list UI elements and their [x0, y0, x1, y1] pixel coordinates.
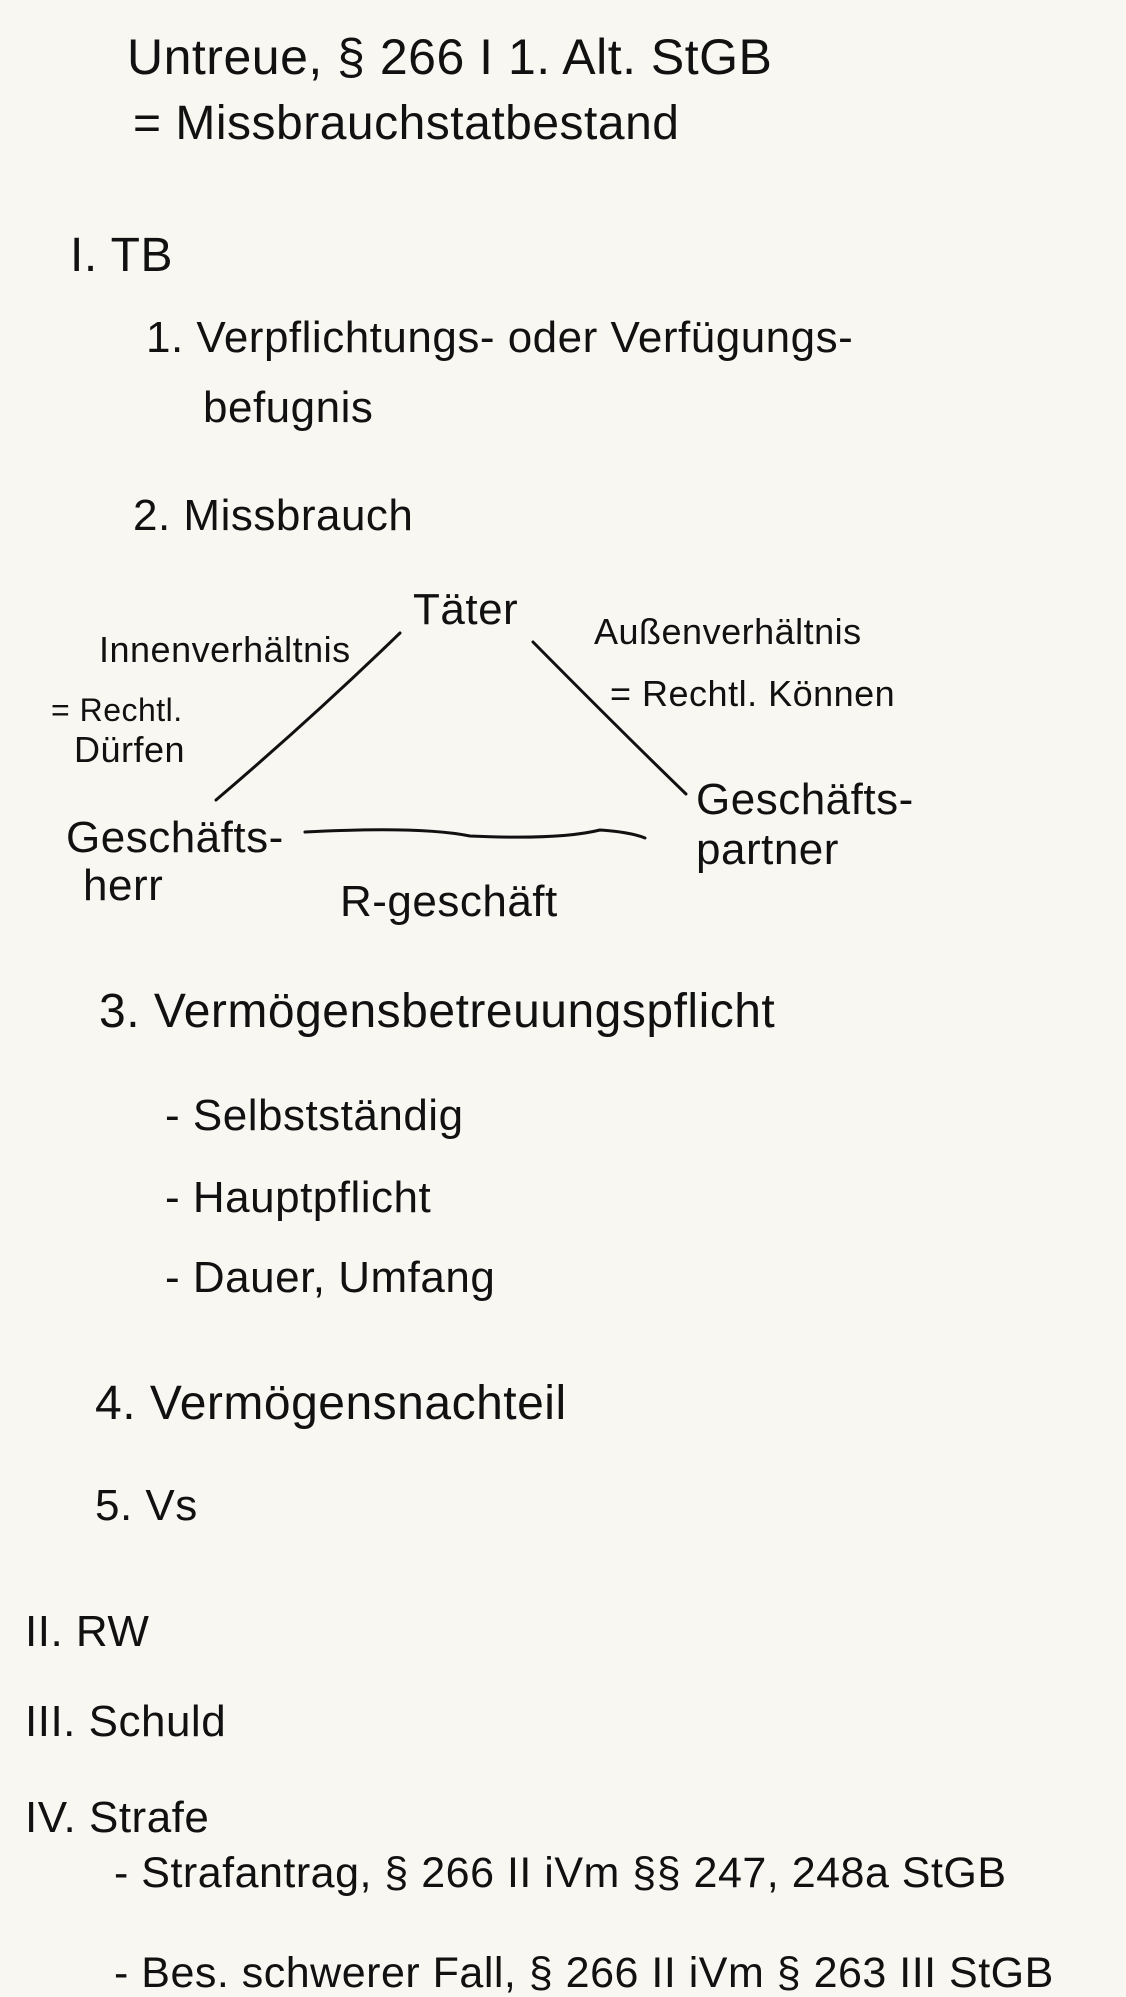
diagram-node-geschaeftspartner-1: Geschäfts- — [696, 775, 914, 824]
item-3-bullet: - Dauer, Umfang — [165, 1253, 496, 1302]
item-1-line-2: befugnis — [203, 383, 374, 432]
diagram-note-rechtl: = Rechtl. — [51, 692, 183, 728]
item-3-bullet: - Selbstständig — [165, 1091, 464, 1140]
diagram-note-duerfen: Dürfen — [74, 729, 186, 770]
diagram-left-edge — [214, 631, 402, 802]
item-3-bullet: - Hauptpflicht — [165, 1173, 432, 1222]
diagram-label-r-geschaeft: R-geschäft — [340, 877, 558, 926]
item-4: 4. Vermögensnachteil — [95, 1377, 567, 1430]
diagram-node-taeter: Täter — [413, 585, 519, 634]
section-heading-tb: I. TB — [70, 229, 173, 282]
section-heading-schuld: III. Schuld — [25, 1697, 227, 1746]
note-subtitle: = Missbrauchstatbestand — [133, 97, 680, 150]
diagram-node-geschaeftsherr-2: herr — [83, 861, 164, 910]
strafe-bullet: - Bes. schwerer Fall, § 266 II iVm § 263… — [114, 1949, 1054, 1997]
item-3: 3. Vermögensbetreuungspflicht — [99, 985, 776, 1038]
diagram-note-koennen: = Rechtl. Können — [610, 673, 896, 714]
item-2: 2. Missbrauch — [133, 491, 414, 540]
note-title: Untreue, § 266 I 1. Alt. StGB — [127, 29, 773, 85]
item-1-line-1: 1. Verpflichtungs- oder Verfügungs- — [146, 313, 854, 362]
strafe-bullet: - Strafantrag, § 266 II iVm §§ 247, 248a… — [114, 1849, 1007, 1897]
diagram-right-edge — [531, 640, 688, 796]
diagram-label-innenverhaeltnis: Innenverhältnis — [99, 629, 351, 670]
section-heading-rw: II. RW — [25, 1607, 150, 1656]
section-heading-strafe: IV. Strafe — [25, 1793, 210, 1842]
item-5: 5. Vs — [95, 1481, 198, 1530]
diagram-bottom-edge — [303, 828, 647, 840]
diagram-label-aussenverhaeltnis: Außenverhältnis — [594, 611, 862, 652]
diagram-node-geschaeftsherr-1: Geschäfts- — [66, 813, 284, 862]
diagram-node-geschaeftspartner-2: partner — [696, 825, 839, 874]
